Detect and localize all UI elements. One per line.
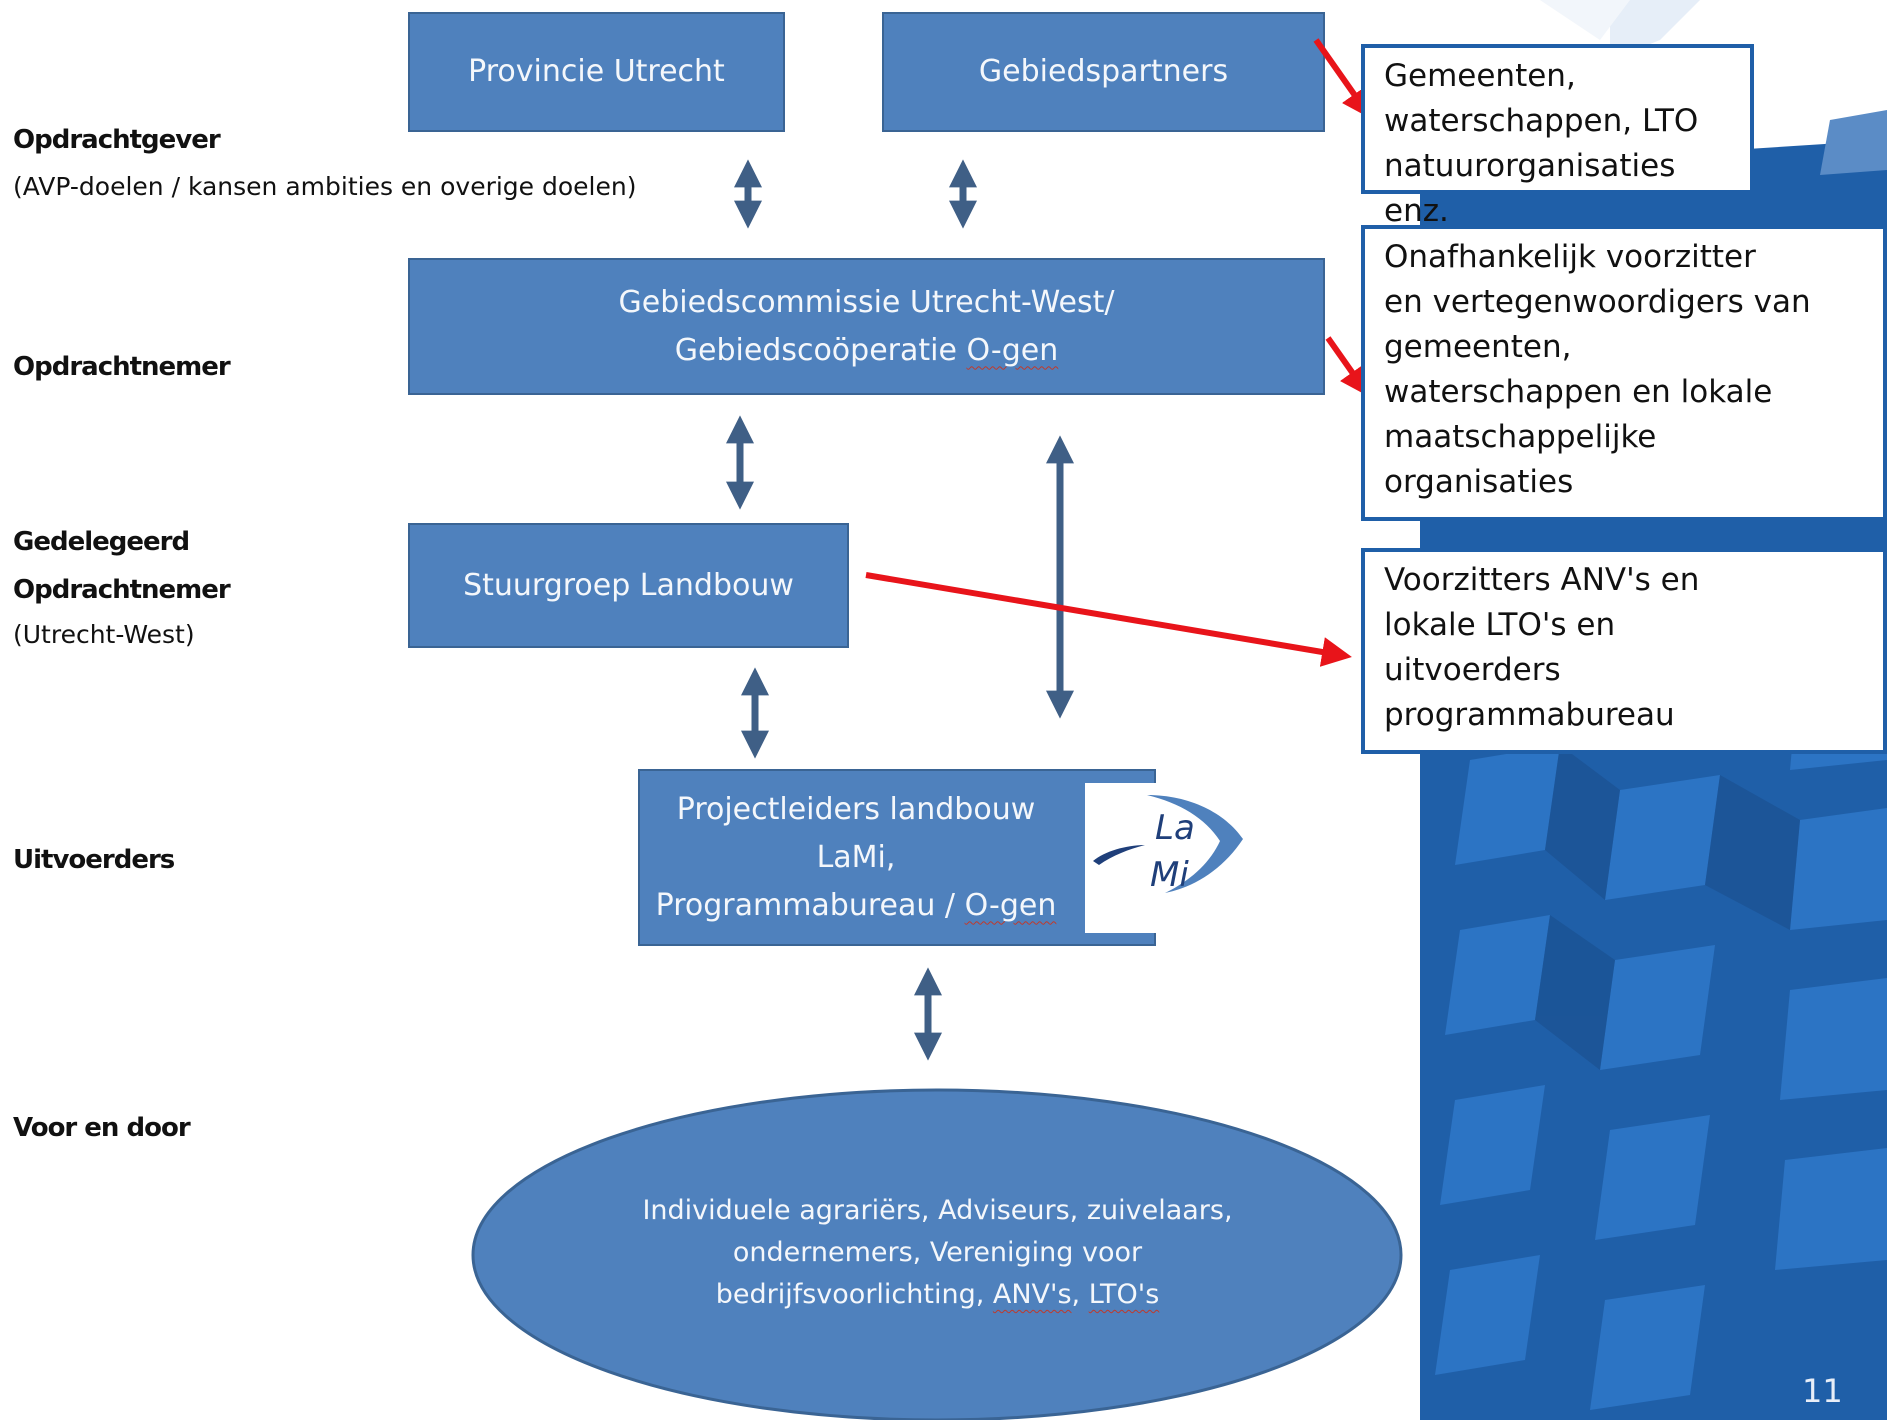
note2-line: en vertegenwoordigers van [1384, 284, 1811, 320]
page-number: 11 [1802, 1372, 1843, 1410]
box-gebiedscommissie-line1: Gebiedscommissie Utrecht-West/ [618, 284, 1115, 320]
box-gebiedscommissie-line2a: Gebiedscoöperatie [674, 332, 967, 368]
ellipse-line3c: , [1071, 1279, 1089, 1310]
note2-line: organisaties [1384, 464, 1574, 500]
box-gebiedscommissie-line2: Gebiedscoöperatie O-gen [675, 327, 1059, 375]
note1-line: waterschappen, LTO [1384, 103, 1699, 139]
red-arrow-gebiedscommissie [1325, 336, 1370, 397]
ellipse-line2: ondernemers, Vereniging voor [732, 1237, 1143, 1268]
box-stuurgroep-landbouw: Stuurgroep Landbouw [408, 523, 849, 648]
box-gebiedscommissie-ogen: O-gen [966, 332, 1059, 368]
level-opdrachtgever: Opdrachtgever [13, 125, 221, 155]
ellipse-anvs: ANV's [992, 1279, 1072, 1310]
note3-line: programmabureau [1384, 697, 1675, 733]
box-projectleiders: Projectleiders landbouw LaMi, Programmab… [638, 769, 1156, 946]
box-gebiedspartners-label: Gebiedspartners [978, 54, 1229, 89]
box-projectleiders-ogen: O-gen [964, 887, 1057, 923]
level-gedelegeerd: Gedelegeerd [13, 527, 190, 557]
box-stuurgroep-label: Stuurgroep Landbouw [463, 567, 794, 603]
note1-line: Gemeenten, [1384, 58, 1576, 94]
note2-line: gemeenten, [1384, 329, 1572, 365]
note2-line: maatschappelijke [1384, 419, 1657, 455]
box-projectleiders-line3: Programmabureau / O-gen [656, 882, 1057, 930]
note3-line: Voorzitters ANV's en [1384, 562, 1700, 598]
level-uitvoerders: Uitvoerders [13, 845, 175, 875]
box-provincie-utrecht: Provincie Utrecht [408, 12, 785, 132]
level-opdrachtnemer: Opdrachtnemer [13, 352, 231, 382]
level-gedelegeerd-opdrachtnemer: Opdrachtnemer [13, 575, 231, 605]
level-gedelegeerd-sub: (Utrecht-West) [13, 620, 195, 649]
ellipse-line3a: bedrijfsvoorlichting, [715, 1279, 993, 1310]
ellipse-shape [471, 1088, 1403, 1420]
lami-logo-swoosh [1093, 795, 1243, 893]
level-opdrachtgever-sub: (AVP-doelen / kansen ambities en overige… [13, 172, 637, 201]
note-stuurgroep: Voorzitters ANV's en lokale LTO's en uit… [1361, 548, 1887, 754]
ellipse-text: Individuele agrariërs, Adviseurs, zuivel… [520, 1190, 1355, 1316]
lami-logo-la: La [1155, 808, 1195, 848]
note-gebiedspartners: Gemeenten, waterschappen, LTO natuurorga… [1361, 44, 1754, 229]
box-gebiedspartners: Gebiedspartners [882, 12, 1325, 132]
box-projectleiders-line1: Projectleiders landbouw [676, 791, 1036, 827]
note2-line: Onafhankelijk voorzitter [1384, 239, 1756, 275]
red-arrow-stuurgroep [865, 572, 1352, 667]
lami-logo-mi: Mi [1150, 855, 1189, 895]
ellipse-line1: Individuele agrariërs, Adviseurs, zuivel… [642, 1195, 1233, 1226]
note2-line: waterschappen en lokale [1384, 374, 1773, 410]
red-arrow-gebiedspartners [1313, 38, 1372, 119]
box-projectleiders-line2: LaMi, [816, 839, 896, 875]
level-voor-en-door: Voor en door [13, 1113, 191, 1143]
note-gebiedscommissie: Onafhankelijk voorzitter en vertegenwoor… [1361, 225, 1887, 521]
ellipse-ltos: LTO's [1088, 1279, 1160, 1310]
note1-line: natuurorganisaties enz. [1384, 148, 1676, 229]
ellipse-line3: bedrijfsvoorlichting, ANV's, LTO's [520, 1274, 1355, 1316]
box-projectleiders-line3a: Programmabureau / [655, 887, 965, 923]
box-provincie-utrecht-label: Provincie Utrecht [468, 54, 725, 89]
note3-line: lokale LTO's en [1384, 607, 1616, 643]
note3-line: uitvoerders [1384, 652, 1561, 688]
box-gebiedscommissie: Gebiedscommissie Utrecht-West/ Gebiedsco… [408, 258, 1325, 395]
